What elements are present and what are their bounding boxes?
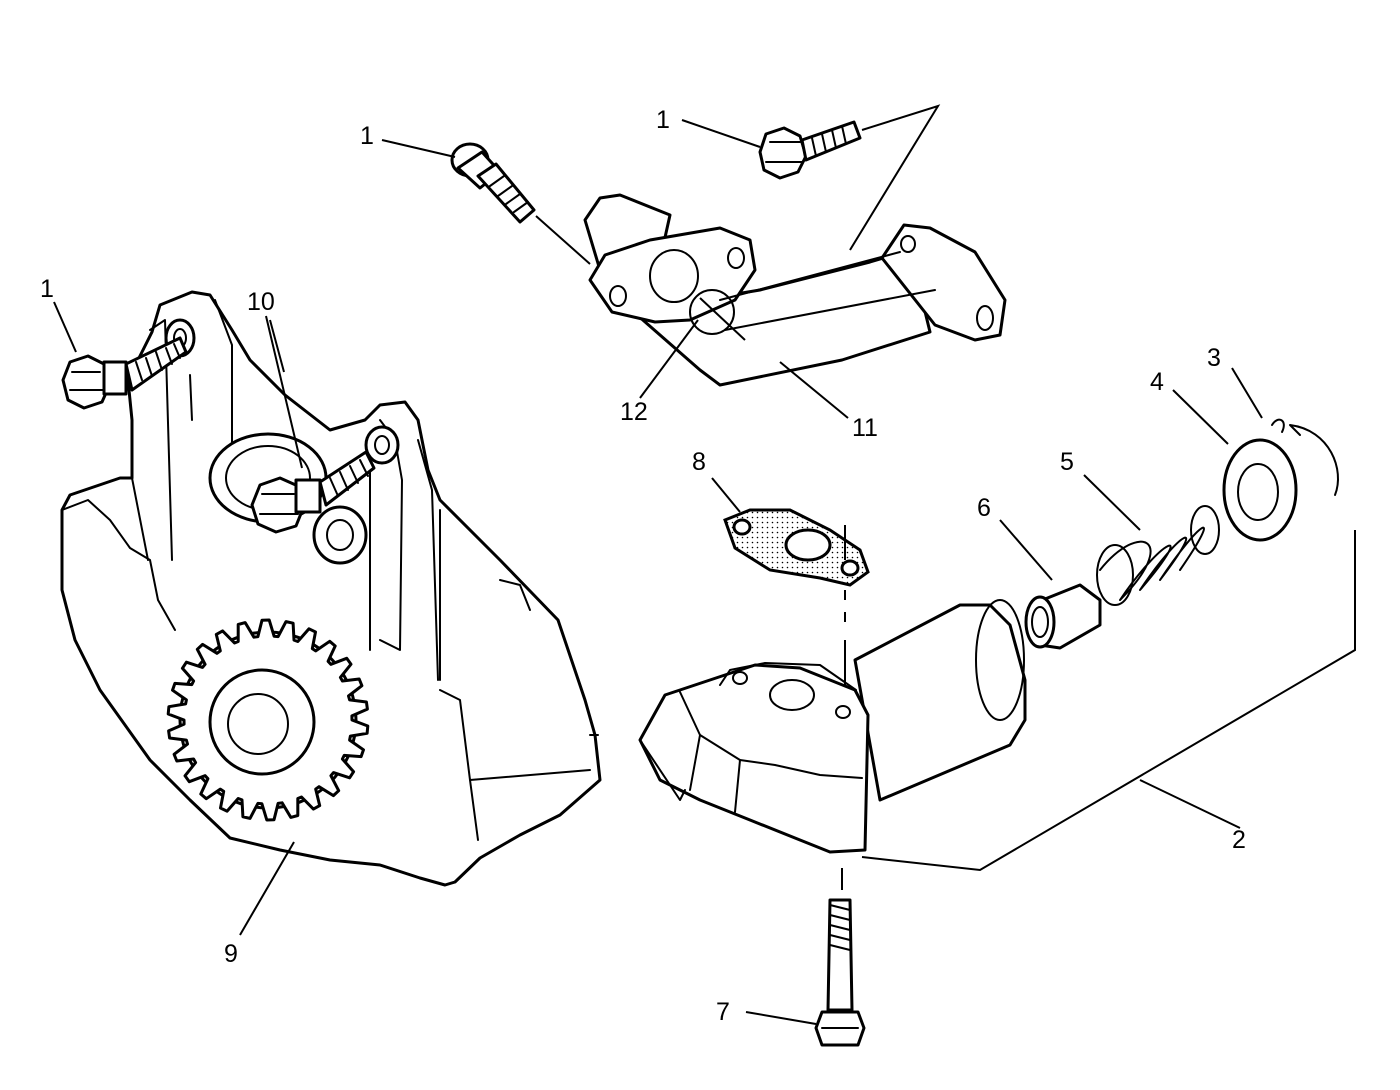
callout-1-left: 1 bbox=[40, 275, 54, 303]
long-bolt bbox=[814, 868, 866, 1047]
callout-11: 11 bbox=[852, 414, 878, 442]
callout-1-top-left: 1 bbox=[360, 122, 374, 150]
callout-3: 3 bbox=[1207, 344, 1221, 372]
circlip bbox=[1271, 418, 1339, 496]
callout-4: 4 bbox=[1150, 368, 1164, 396]
callout-5: 5 bbox=[1060, 448, 1074, 476]
callout-9: 9 bbox=[224, 940, 238, 968]
callout-8: 8 bbox=[692, 448, 706, 476]
callout-2: 2 bbox=[1232, 826, 1246, 854]
spring-washer bbox=[1222, 438, 1298, 542]
callout-12: 12 bbox=[620, 398, 648, 426]
bolt-top-right bbox=[758, 120, 862, 180]
leader-lines bbox=[53, 119, 1263, 1025]
gasket bbox=[723, 508, 870, 700]
relief-valve-body bbox=[638, 599, 1027, 854]
bolt-top-left bbox=[450, 142, 591, 265]
callout-6: 6 bbox=[977, 494, 991, 522]
bolt-left bbox=[61, 336, 188, 410]
valve-spring bbox=[1096, 505, 1220, 606]
pump-drive-gear bbox=[166, 618, 370, 822]
bolt-center bbox=[250, 450, 376, 534]
leader-7-top bbox=[849, 104, 941, 251]
oil-pickup-tube bbox=[583, 193, 1007, 387]
valve-piston bbox=[1024, 583, 1102, 650]
callout-10: 10 bbox=[247, 288, 275, 316]
callout-7: 7 bbox=[716, 998, 730, 1026]
callout-1-top-right: 1 bbox=[656, 106, 670, 134]
leader-2-bracket bbox=[861, 530, 1356, 872]
